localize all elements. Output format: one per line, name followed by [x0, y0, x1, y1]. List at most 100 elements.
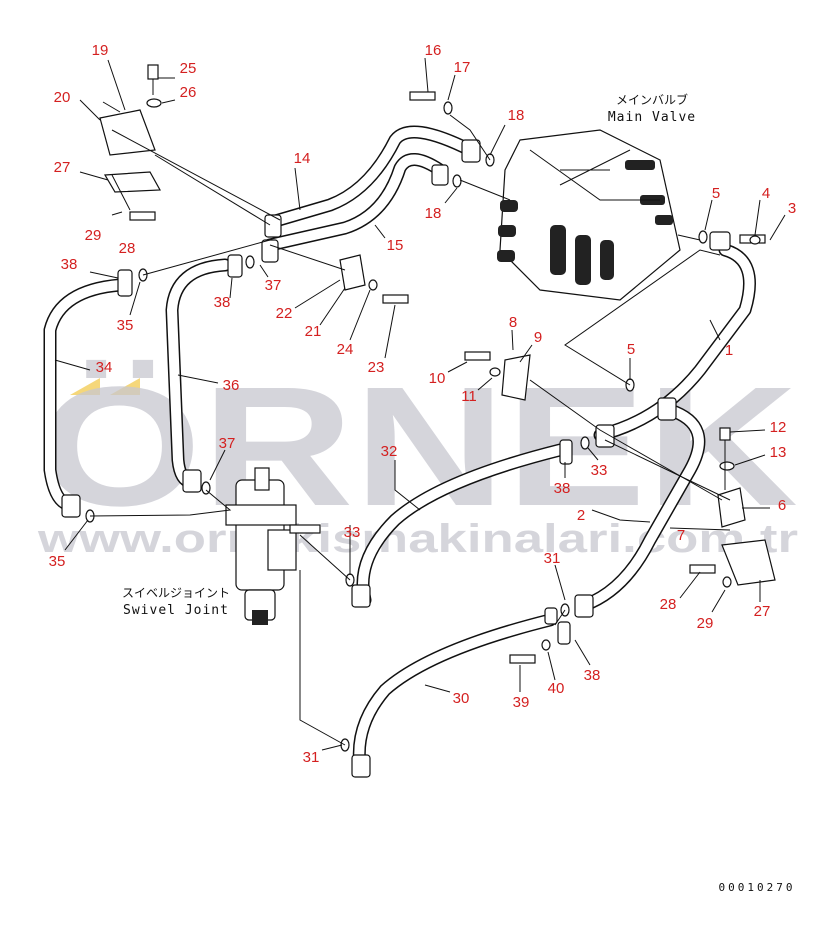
- bolt-16: [409, 91, 436, 101]
- fitting-30: [544, 607, 558, 625]
- callout-number: 28: [660, 596, 677, 613]
- bracket-19: [99, 109, 156, 156]
- callout-number: 16: [425, 42, 442, 59]
- main-valve: [497, 129, 681, 301]
- callout-number: 31: [303, 749, 320, 766]
- callout-number: 28: [119, 240, 136, 257]
- callout-number: 7: [677, 527, 685, 544]
- callout-number: 40: [548, 680, 565, 697]
- washer-11: [489, 367, 501, 377]
- callout-number: 35: [49, 553, 66, 570]
- callout-number: 5: [627, 341, 635, 358]
- callout-number: 1: [725, 342, 733, 359]
- callout-number: 15: [387, 237, 404, 254]
- oring-37: [245, 255, 255, 269]
- callout-number: 10: [429, 370, 446, 387]
- washer-4: [749, 235, 761, 245]
- bolt-23: [382, 294, 409, 304]
- bolt-39: [509, 654, 536, 664]
- washer-24: [368, 279, 378, 291]
- callout-number: 25: [180, 60, 197, 77]
- bolt-28-upper: [129, 211, 156, 221]
- callout-number: 11: [461, 388, 477, 405]
- callout-number: 2: [577, 507, 585, 524]
- callout-number: 27: [754, 603, 771, 620]
- callout-number: 5: [712, 185, 720, 202]
- callout-numbers: 1925262027292816171818141538353738222124…: [49, 42, 797, 766]
- callout-number: 24: [337, 341, 354, 358]
- callout-number: 35: [117, 317, 134, 334]
- callout-number: 29: [697, 615, 714, 632]
- flange-2-bottom: [574, 594, 594, 618]
- callout-number: 21: [305, 323, 322, 340]
- callout-number: 33: [344, 524, 361, 541]
- callout-number: 36: [223, 377, 240, 394]
- leader-lines: [89, 101, 731, 746]
- oring-37b: [201, 481, 211, 495]
- fitting-38d: [557, 621, 571, 645]
- callout-number: 31: [544, 550, 561, 567]
- callout-number: 39: [513, 694, 530, 711]
- callout-number: 8: [509, 314, 517, 331]
- oring-33: [580, 436, 590, 450]
- bolt-10: [464, 351, 491, 361]
- callout-number: 32: [381, 443, 398, 460]
- callout-number: 12: [770, 419, 787, 436]
- callout-number: 37: [219, 435, 236, 452]
- callout-number: 20: [54, 89, 71, 106]
- callout-number: 34: [96, 359, 113, 376]
- callout-number: 4: [762, 185, 770, 202]
- callout-number: 17: [454, 59, 471, 76]
- washer-13: [719, 461, 735, 471]
- callout-number: 38: [61, 256, 78, 273]
- washer-26: [146, 98, 162, 108]
- callout-number: 38: [214, 294, 231, 311]
- fitting-38c: [559, 439, 573, 465]
- callout-number: 37: [265, 277, 282, 294]
- washer-29: [722, 576, 732, 588]
- callout-number: 18: [508, 107, 525, 124]
- flange-34: [61, 494, 81, 518]
- fitting-38: [117, 269, 133, 297]
- callout-number: 30: [453, 690, 470, 707]
- flange-14: [264, 214, 282, 238]
- bolt-12: [719, 427, 731, 441]
- bolt-28-lower: [689, 564, 716, 574]
- watermark-accent-icon: [110, 378, 140, 395]
- callout-number: 13: [770, 444, 787, 461]
- callout-number: 26: [180, 84, 197, 101]
- flange-30-bottom: [351, 754, 371, 778]
- bracket-27-upper: [103, 171, 161, 193]
- callout-number: 33: [591, 462, 608, 479]
- callout-number: 9: [534, 329, 542, 346]
- flange-15: [261, 239, 279, 263]
- callout-number: 29: [85, 227, 102, 244]
- flange-1: [709, 231, 731, 251]
- clamp-21: [339, 254, 366, 291]
- swivel-joint-label-jp: スイベルジョイント: [122, 586, 230, 600]
- swivel-joint-label-en: Swivel Joint: [123, 603, 229, 618]
- clamp-8: [501, 354, 531, 401]
- callout-number: 14: [294, 150, 311, 167]
- washer-40: [541, 639, 551, 651]
- flange-upper: [461, 139, 481, 163]
- flange-32-bottom: [351, 584, 371, 608]
- callout-number: 18: [425, 205, 442, 222]
- watermark-accent-icon: [70, 378, 100, 395]
- oring-17: [443, 101, 453, 115]
- brackets-and-fittings: [61, 64, 776, 778]
- callout-number: 6: [778, 497, 786, 514]
- flange-36: [182, 469, 202, 493]
- callout-number: 3: [788, 200, 796, 217]
- callout-number: 23: [368, 359, 385, 376]
- callout-pointers: [54, 57, 786, 751]
- bolt-25: [147, 64, 159, 80]
- callout-number: 19: [92, 42, 109, 59]
- swivel-joint: [225, 467, 321, 625]
- callout-number: 22: [276, 305, 293, 322]
- clamp-6: [717, 487, 746, 528]
- oring-5: [698, 230, 708, 244]
- callout-number: 38: [584, 667, 601, 684]
